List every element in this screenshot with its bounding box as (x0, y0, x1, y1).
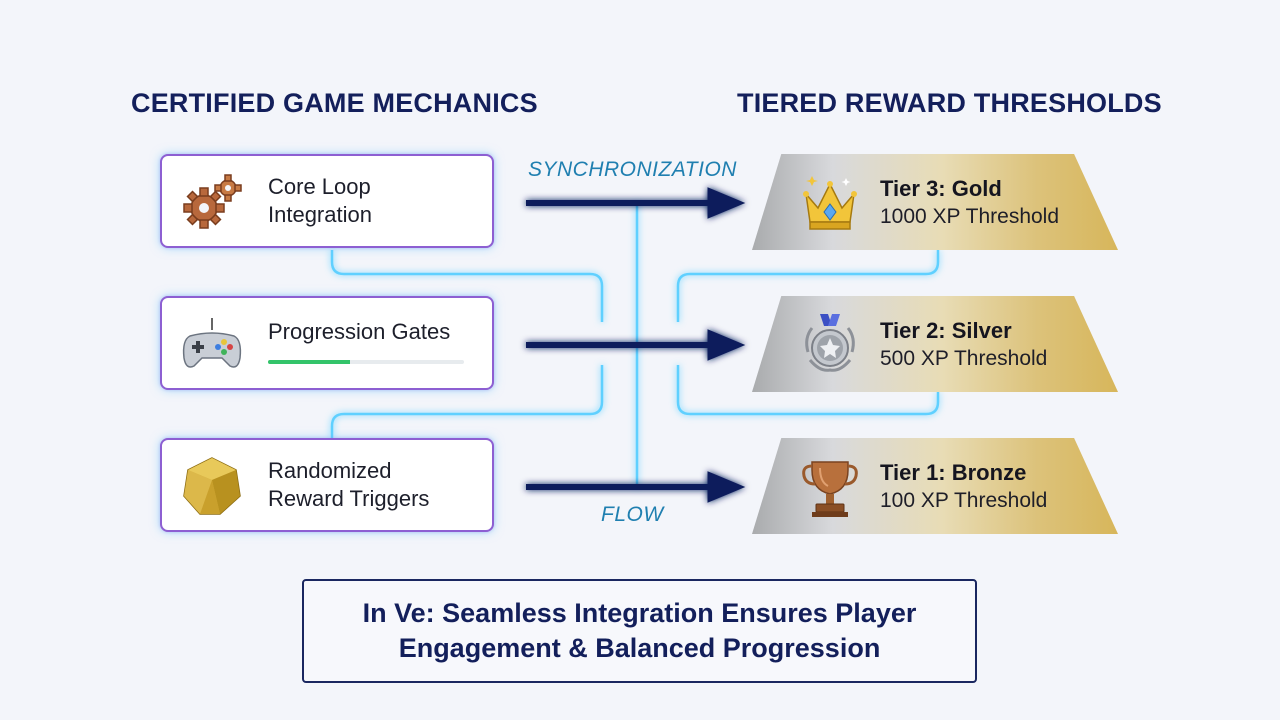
progress-bar (268, 360, 464, 364)
silver-medal-icon (805, 314, 855, 372)
rewards-heading: TIERED REWARD THRESHOLDS (737, 88, 1162, 118)
crown-icon (803, 176, 857, 230)
tier-card-gold[interactable]: Tier 3: Gold 1000 XP Threshold (752, 154, 1118, 250)
game-controller-icon (182, 318, 242, 368)
tier-name: Tier 1: Bronze (880, 460, 1027, 485)
mechanic-card-randomized-rewards[interactable]: Randomized Reward Triggers (160, 438, 494, 532)
arrow-synchronization (526, 187, 746, 219)
arrow-flow (526, 471, 746, 503)
tier-name: Tier 2: Silver (880, 318, 1012, 343)
gears-icon (183, 174, 242, 229)
summary-text: In Ve: Seamless Integration Ensures Play… (362, 598, 917, 663)
mechanics-heading: CERTIFIED GAME MECHANICS (131, 88, 538, 118)
connector-randomized (330, 365, 604, 438)
mechanic-label: Randomized Reward Triggers (268, 458, 430, 511)
connector-gold-tier (676, 250, 940, 322)
summary-box: In Ve: Seamless Integration Ensures Play… (302, 579, 977, 683)
tier-card-silver[interactable]: Tier 2: Silver 500 XP Threshold (752, 296, 1118, 392)
tier-threshold: 100 XP Threshold (880, 489, 1048, 512)
tier-threshold: 500 XP Threshold (880, 347, 1048, 370)
tier-threshold: 1000 XP Threshold (880, 205, 1060, 228)
mechanic-card-progression-gates[interactable]: Progression Gates (160, 296, 494, 390)
gold-dice-icon (183, 457, 241, 515)
flow-label: FLOW (601, 503, 664, 526)
tier-card-bronze[interactable]: Tier 1: Bronze 100 XP Threshold (752, 438, 1118, 534)
mechanic-label: Progression Gates (268, 319, 451, 345)
bronze-trophy-icon (802, 461, 858, 517)
arrow-progression (526, 329, 746, 361)
synchronization-label: SYNCHRONIZATION (528, 158, 737, 181)
progress-fill (268, 360, 351, 364)
mechanic-label: Core Loop Integration (268, 174, 372, 227)
mechanic-card-core-loop[interactable]: Core Loop Integration (160, 154, 494, 248)
tier-name: Tier 3: Gold (880, 176, 1002, 201)
connector-core-loop (330, 250, 604, 322)
connector-silver-tier (676, 365, 940, 416)
